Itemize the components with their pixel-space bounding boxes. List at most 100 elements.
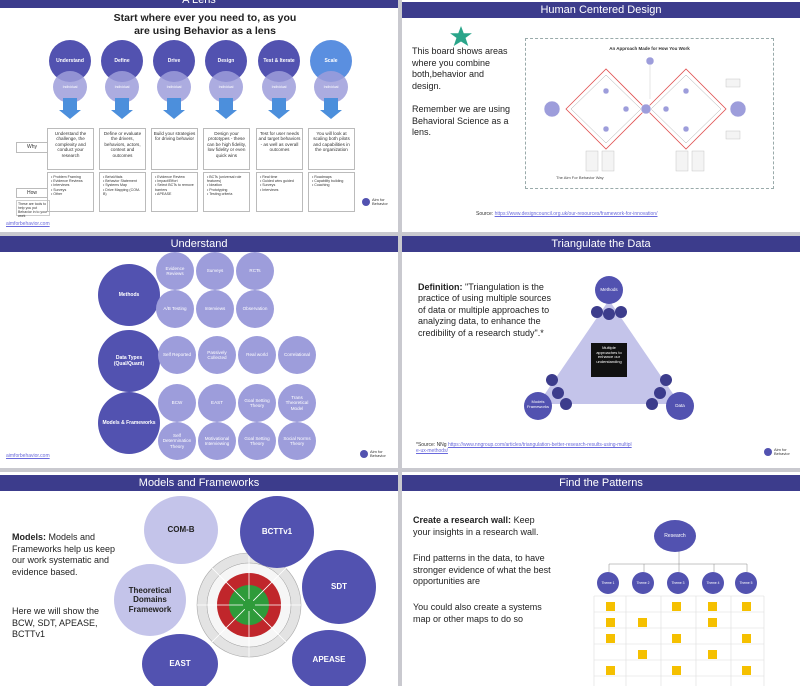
method-circle-5[interactable]: Interviews (196, 290, 234, 328)
model-circle-3[interactable]: Goal Setting Theory (238, 384, 276, 422)
model-bubble-1[interactable]: COM-B (144, 496, 218, 564)
research-root-node: Research (654, 520, 696, 552)
model-bubble-label: APEASE (312, 655, 346, 665)
method-circle-3[interactable]: RCTs (236, 252, 274, 290)
stage-label: Drive (167, 58, 181, 64)
slide-title: Models and Frameworks (0, 475, 398, 491)
stage-arrow-head-icon (111, 110, 133, 119)
model-bubble-2[interactable]: BCTTv1 (240, 496, 314, 568)
node-methods: Methods (600, 287, 618, 292)
postit-note-15[interactable] (742, 666, 751, 675)
row-why-box: Why (16, 142, 48, 153)
hcd-source: Source: https://www.designcouncil.org.uk… (476, 211, 657, 217)
model-circle-label: Goal Setting Theory (244, 397, 270, 408)
group-label: Data Types (Qual/Quant) (113, 355, 145, 367)
why-cell-6: You will look at scaling both pilots and… (308, 128, 355, 170)
why-cell-4: Design your prototypes - these can be hi… (203, 128, 250, 170)
footer-link[interactable]: aimforbehavior.com (6, 221, 50, 227)
why-cell-3: Build your strategies for driving behavi… (151, 128, 198, 170)
source-link[interactable]: https://www.designcouncil.org.uk/our-res… (494, 211, 658, 217)
group-label: Methods (118, 292, 140, 298)
patterns-paragraph-3: You could also create a systems map or o… (413, 602, 542, 624)
model-bubble-6[interactable]: APEASE (292, 630, 366, 686)
stage-arrow-head-icon (268, 110, 290, 119)
slide-a-lens[interactable]: A Lens Start where ever you need to, as … (0, 0, 398, 232)
how-note: These are tools to help you put Behavior… (16, 200, 50, 218)
how-cell-5: • Real time • Guided wins guided • Surve… (256, 172, 303, 212)
stage-label: Scale (324, 58, 338, 64)
model-circle-5[interactable]: Self Determination Theory (158, 422, 196, 460)
datatype-circle-label: Self Reported (162, 352, 192, 358)
double-diamond-diagram (543, 56, 747, 172)
postit-note-4[interactable] (742, 602, 751, 611)
definition-label: Definition: (418, 282, 463, 292)
postit-note-8[interactable] (606, 634, 615, 643)
postit-note-5[interactable] (606, 618, 615, 627)
group-circle-2[interactable]: Data Types (Qual/Quant) (98, 330, 160, 392)
slide-title: A Lens (0, 0, 398, 8)
stage-sub-circle-2: Individual (105, 71, 139, 103)
postit-note-14[interactable] (672, 666, 681, 675)
model-circle-8[interactable]: Social Norms Theory (278, 422, 316, 460)
theme-node-1: Theme 1 (597, 572, 619, 594)
stage-sub-label: Individual (323, 85, 339, 89)
row-how-box: How (16, 188, 48, 198)
stage-circle-2[interactable]: Define (101, 40, 143, 82)
model-bubble-5[interactable]: EAST (142, 634, 218, 686)
method-circle-2[interactable]: Surveys (196, 252, 234, 290)
stage-sub-label: Individual (114, 85, 130, 89)
datatype-circle-2[interactable]: Passively Collected (198, 336, 236, 374)
slide-models-frameworks[interactable]: Models and Frameworks Models: Models and… (0, 472, 398, 686)
model-circle-7[interactable]: Goal Setting Theory (238, 422, 276, 460)
design-board[interactable]: An Approach Made for How You Work (525, 38, 774, 189)
postit-note-3[interactable] (708, 602, 717, 611)
model-circle-6[interactable]: Motivational Interviewing (198, 422, 236, 460)
group-circle-1[interactable]: Methods (98, 264, 160, 326)
datatype-circle-4[interactable]: Correlational (278, 336, 316, 374)
logo: Aim for Behavior (362, 198, 390, 206)
postit-note-10[interactable] (742, 634, 751, 643)
patterns-paragraph-1: Create a research wall: Keep your insigh… (413, 515, 551, 538)
postit-note-12[interactable] (708, 650, 717, 659)
method-circle-1[interactable]: Evidence Reviews (156, 252, 194, 290)
why-cell-1: Understand the challenge, the complexity… (47, 128, 94, 170)
model-circle-1[interactable]: BCW (158, 384, 196, 422)
datatype-circle-3[interactable]: Real world (238, 336, 276, 374)
method-circle-6[interactable]: Observation (236, 290, 274, 328)
postit-note-1[interactable] (606, 602, 615, 611)
theme-node-label: Theme 4 (706, 581, 720, 585)
stage-sub-circle-6: Individual (314, 71, 348, 103)
models-label: Models: (12, 532, 47, 542)
slide-human-centered-design[interactable]: Human Centered Design This board shows a… (402, 0, 800, 232)
source-label: Source: (476, 211, 494, 217)
postit-note-13[interactable] (606, 666, 615, 675)
stage-sub-circle-4: Individual (209, 71, 243, 103)
postit-note-6[interactable] (638, 618, 647, 627)
postit-note-7[interactable] (708, 618, 717, 627)
stage-arrow-head-icon (59, 110, 81, 119)
postit-note-9[interactable] (672, 634, 681, 643)
footer-link[interactable]: aimforbehavior.com (6, 453, 50, 459)
group-circle-3[interactable]: Models & Frameworks (98, 392, 160, 454)
method-circle-4[interactable]: A/B Testing (156, 290, 194, 328)
how-cell-4: • BCTs (universal role features) • Ideat… (203, 172, 250, 212)
node-models-frameworks: Models Frameworks (526, 399, 549, 409)
logo-dots-icon (362, 198, 370, 206)
source-link[interactable]: https://www.nngroup.com/articles/triangu… (416, 442, 632, 454)
theme-node-label: Theme 5 (739, 581, 753, 585)
model-circle-4[interactable]: Trans Theoretical Model (278, 384, 316, 422)
method-circle-label: RCTs (249, 268, 261, 274)
model-circle-2[interactable]: EAST (198, 384, 236, 422)
postit-note-11[interactable] (638, 650, 647, 659)
model-bubble-4[interactable]: SDT (302, 550, 376, 624)
method-circle-label: Interviews (204, 306, 226, 312)
postit-note-2[interactable] (672, 602, 681, 611)
model-bubble-3[interactable]: Theoretical Domains Framework (114, 564, 186, 636)
stage-circle-4[interactable]: Design (205, 40, 247, 82)
slide-find-the-patterns[interactable]: Find the Patterns Create a research wall… (402, 472, 800, 686)
datatype-circle-label: Passively Collected (207, 349, 227, 360)
slide-triangulate[interactable]: Triangulate the Data Definition: "Triang… (402, 236, 800, 468)
logo: Aim for Behavior (360, 450, 388, 458)
datatype-circle-1[interactable]: Self Reported (158, 336, 196, 374)
